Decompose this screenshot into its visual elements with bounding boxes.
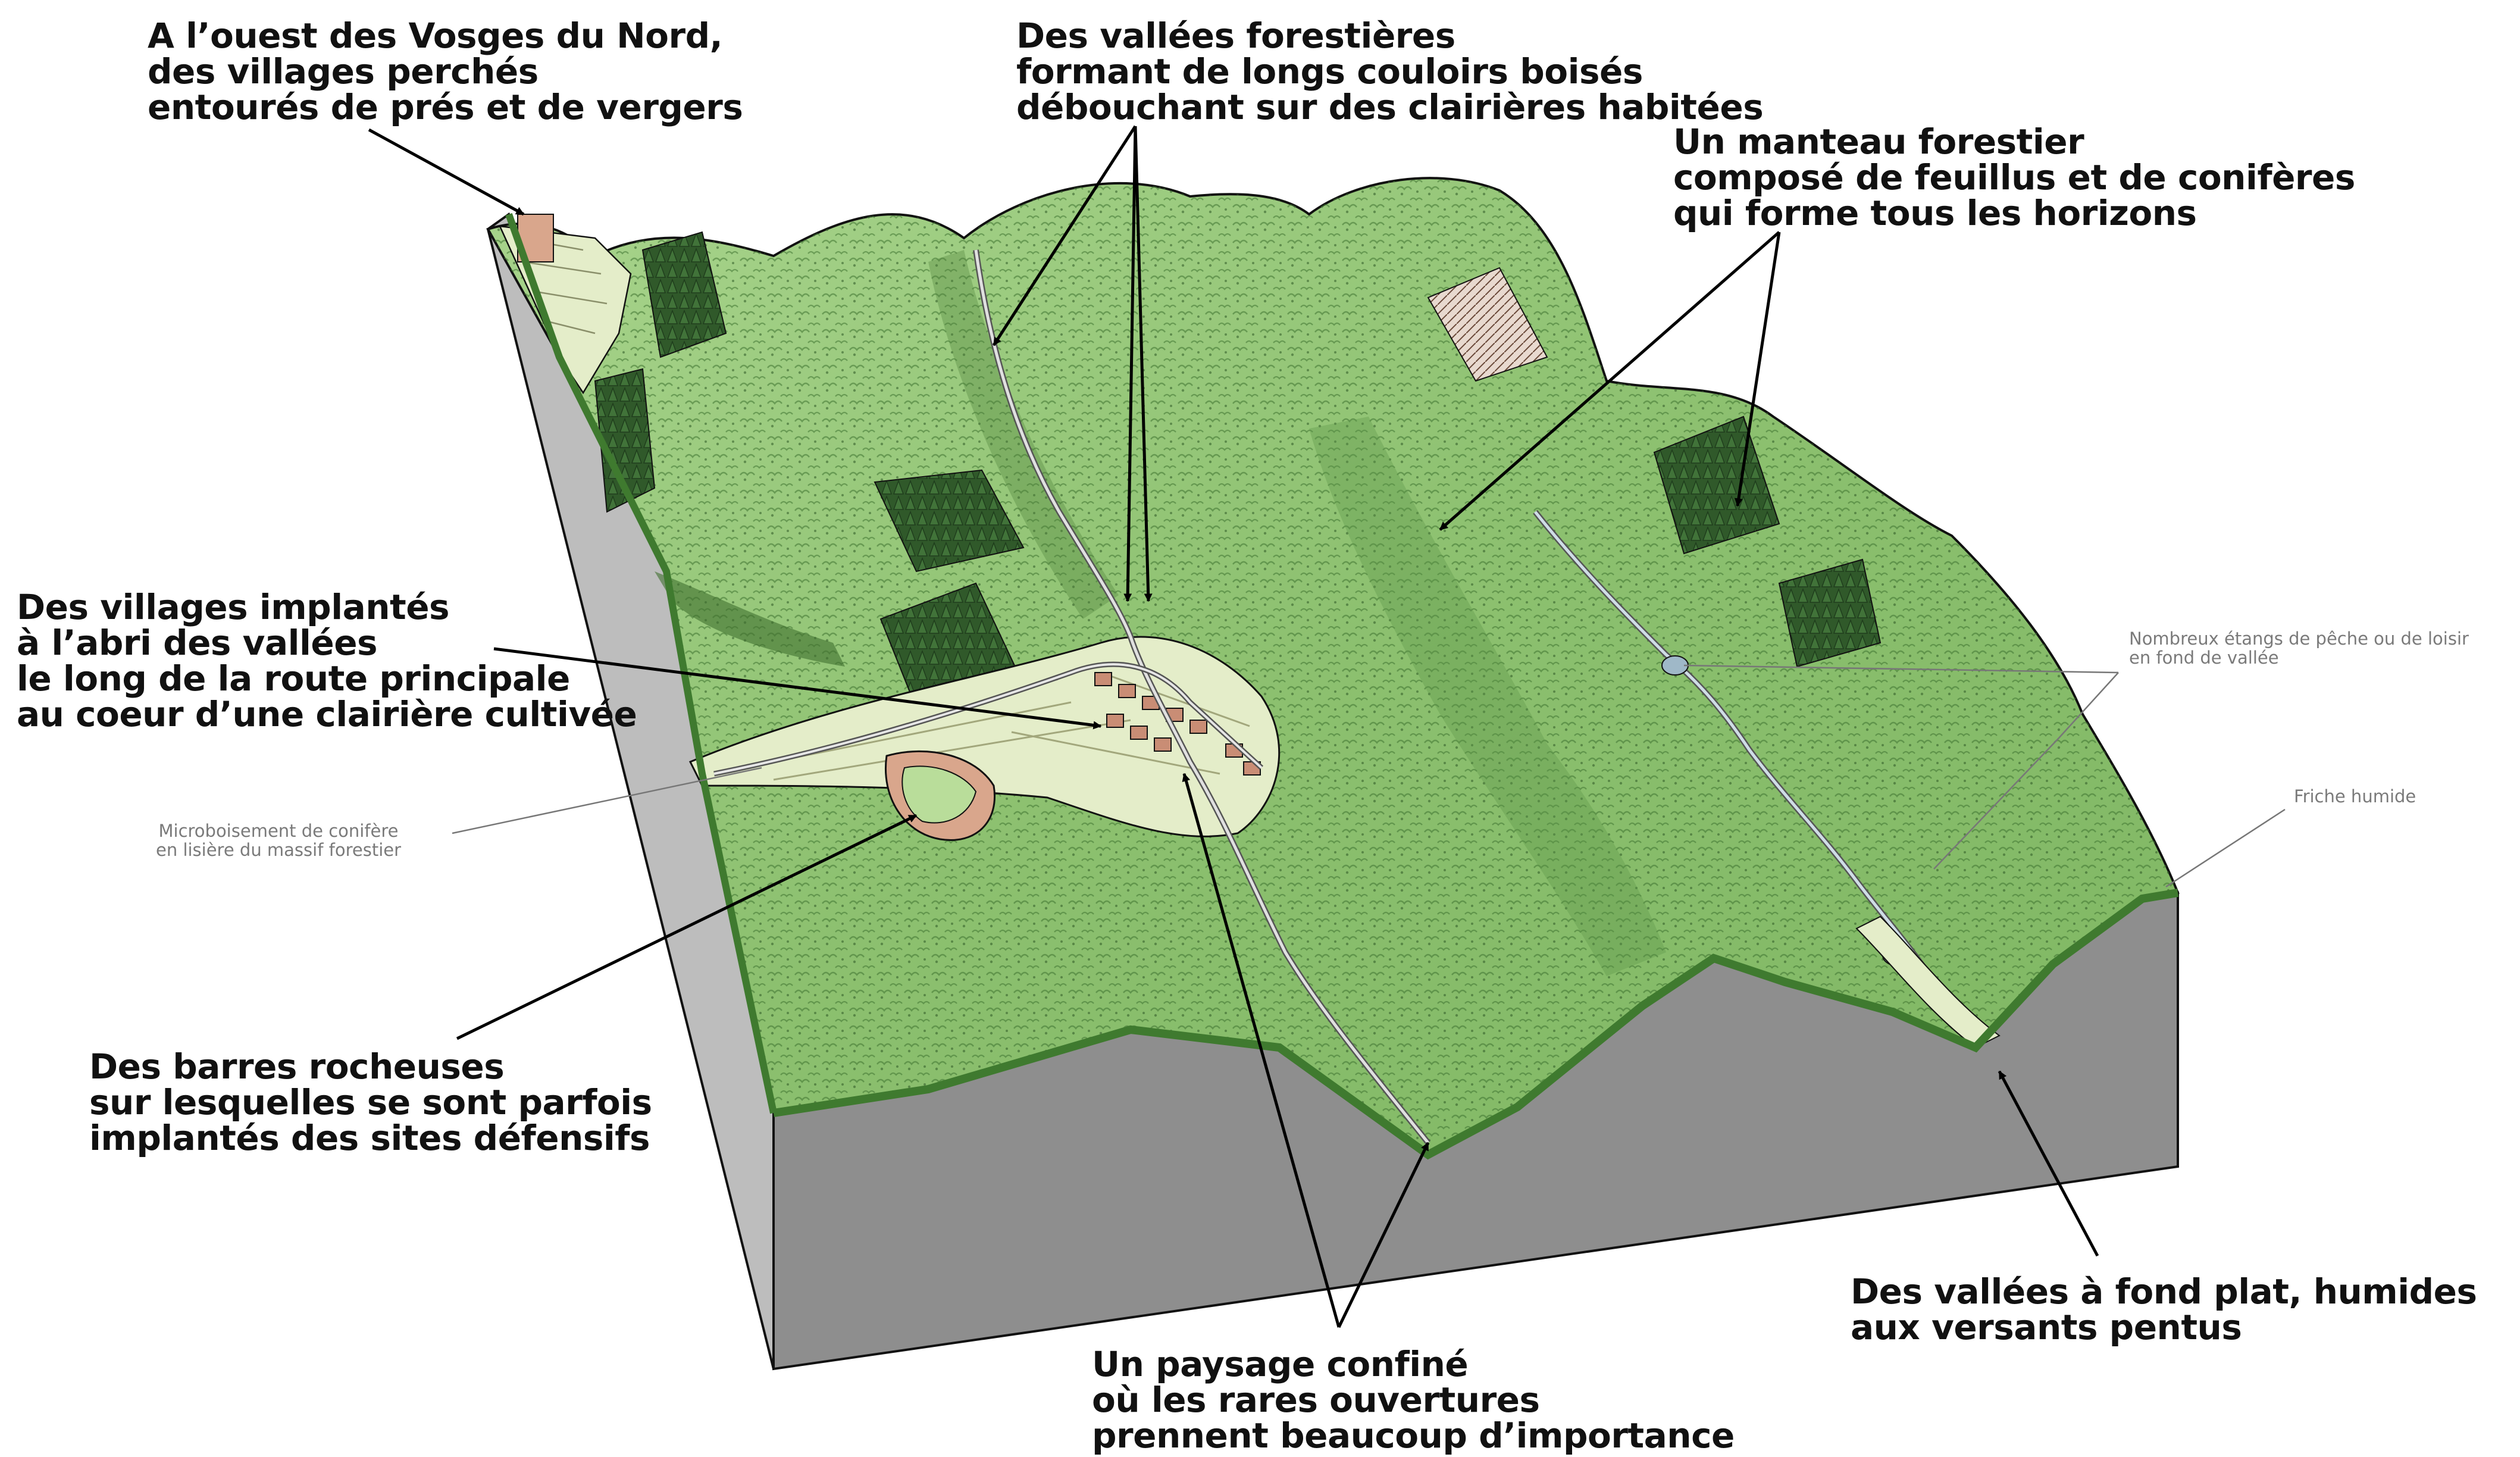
arrow-vallees-fond-plat [1998,1070,2099,1257]
conifer-stand-3 [874,469,1025,573]
leader-etangs [1683,664,2119,870]
annotation-vosges-ouest: A l’ouest des Vosges du Nord, des villag… [148,15,743,127]
arrow-manteau-2 [1734,232,1781,507]
arrow-vosges-ouest [368,128,525,216]
conifer-stand-6 [1778,558,1882,668]
annotation-arrows [368,125,2099,1328]
valley-river-fill [1534,511,1977,1049]
annotation-microboisement: Microboisement de conifère en lisière du… [156,821,402,860]
arrow-paysage-confine-2 [1337,1142,1430,1328]
clearing-field-lines [713,671,1250,781]
main-road-fill [974,249,1429,1144]
wet-meadow-strip [1855,915,2001,1049]
annotation-manteau-forestier: Un manteau forestier composé de feuillus… [1673,121,2355,233]
conifer-stand-1 [641,231,727,358]
annotation-etangs: Nombreux étangs de pêche ou de loisir en… [2129,629,2469,668]
front-edge-lip [772,889,2179,1160]
annotation-paysage-confine: Un paysage confiné où les rares ouvertur… [1092,1344,1735,1456]
leader-microboisement [452,767,762,834]
rock-barrier-inner [901,765,977,824]
arrow-paysage-confine-1 [1182,773,1341,1328]
left-edge-lip [505,212,777,1114]
conifer-stand-2 [594,368,656,513]
leader-friche [2165,808,2286,888]
conifer-stand-5 [1653,415,1780,555]
arrow-manteau-1 [1439,231,1780,531]
arrow-vallees-forestieres-1 [992,125,1137,346]
annotation-vallees-forestieres: Des vallées forestières formant de longs… [1016,15,1764,127]
leader-lines [452,664,2286,888]
arrow-villages-implantes [493,647,1102,730]
ridge-dark-edge [655,571,845,667]
arrow-vallees-forestieres-2 [1123,126,1137,602]
annotation-friche: Friche humide [2294,786,2416,806]
annotation-barres-rocheuses: Des barres rocheuses sur lesquelles se s… [89,1046,652,1158]
arrow-vallees-forestieres-3 [1134,126,1153,602]
annotation-villages-implantes: Des villages implantés à l’abri des vall… [17,587,637,734]
terrain-texture [488,178,2178,1155]
valley-shadow-center [1309,417,1666,976]
orchard-patch [1427,267,1548,382]
side-road-fill [713,663,1263,775]
arrow-barres-rocheuses [456,814,918,1040]
annotation-vallees-fond-plat: Des vallées à fond plat, humides aux ver… [1851,1271,2477,1347]
